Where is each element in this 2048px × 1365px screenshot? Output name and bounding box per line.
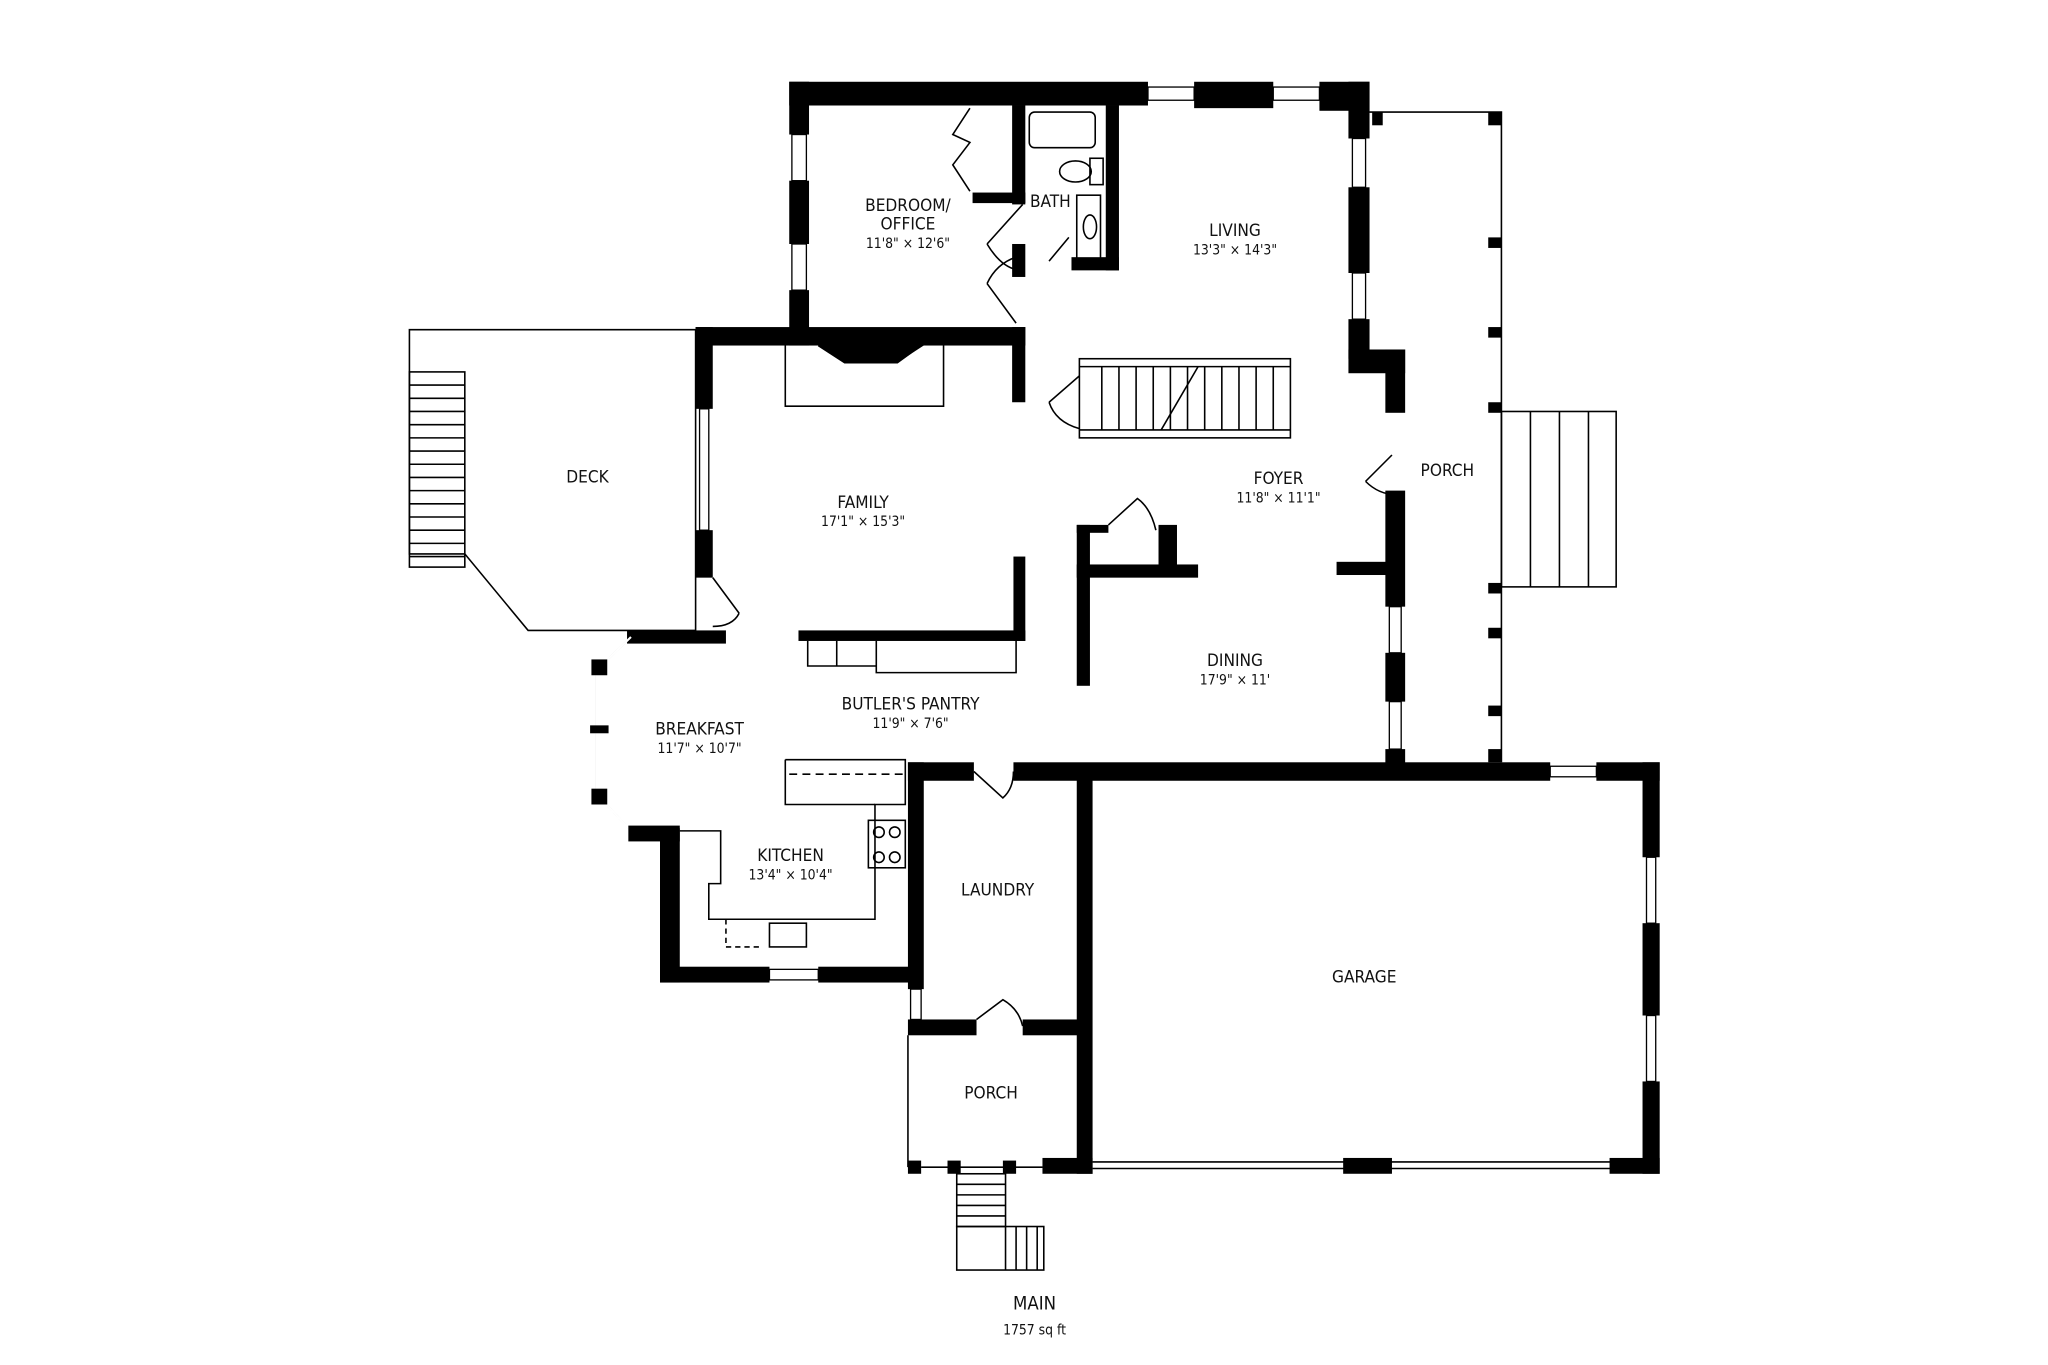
room-label-butlers-pantry: BUTLER'S PANTRY: [842, 695, 980, 715]
room-label-laundry: LAUNDRY: [961, 880, 1035, 900]
room-label-bedroom: BEDROOM/: [865, 196, 951, 216]
stove: [867, 819, 907, 869]
room-label-bedroom-line2: OFFICE: [880, 214, 935, 234]
staircase: [1078, 357, 1292, 439]
room-dims-foyer: 11'8" × 11'1": [1236, 490, 1320, 506]
bathtub: [1028, 111, 1097, 149]
floor-name: MAIN: [1013, 1294, 1056, 1315]
toilet: [1058, 160, 1093, 183]
kitchen-counters: [679, 758, 907, 948]
front-porch: [1369, 111, 1617, 763]
room-dims-bedroom: 11'8" × 12'6": [866, 236, 950, 252]
room-label-foyer: FOYER: [1254, 469, 1304, 489]
rear-steps: [955, 1172, 1045, 1271]
room-dims-butlers-pantry: 11'9" × 7'6": [872, 716, 948, 732]
room-label-living: LIVING: [1209, 221, 1261, 241]
room-label-rear-porch: PORCH: [964, 1084, 1018, 1104]
closet-door: [951, 107, 972, 192]
bath-sink: [1075, 194, 1102, 260]
room-label-front-porch: PORCH: [1421, 461, 1475, 481]
fixtures: [679, 107, 1396, 1027]
room-label-breakfast: BREAKFAST: [655, 720, 744, 740]
deck: [408, 328, 697, 632]
room-label-family: FAMILY: [837, 493, 889, 513]
room-dims-dining: 17'9" × 11': [1200, 672, 1270, 688]
room-dims-living: 13'3" × 14'3": [1193, 243, 1277, 259]
room-label-bath: BATH: [1030, 192, 1071, 212]
room-dims-family: 17'1" × 15'3": [821, 514, 905, 530]
room-labels: BEDROOM/ OFFICE 11'8" × 12'6" BATH LIVIN…: [566, 192, 1474, 1339]
room-label-deck: DECK: [566, 468, 609, 488]
room-label-garage: GARAGE: [1332, 968, 1396, 988]
room-label-kitchen: KITCHEN: [757, 846, 824, 866]
kitchen-sink: [768, 922, 808, 948]
front-steps: [1500, 410, 1617, 588]
walls: [590, 81, 1660, 1271]
room-label-dining: DINING: [1207, 651, 1263, 671]
room-dims-kitchen: 13'4" × 10'4": [749, 868, 833, 884]
floor-area: 1757 sq ft: [1003, 1323, 1066, 1339]
room-dims-breakfast: 11'7" × 10'7": [658, 741, 742, 757]
